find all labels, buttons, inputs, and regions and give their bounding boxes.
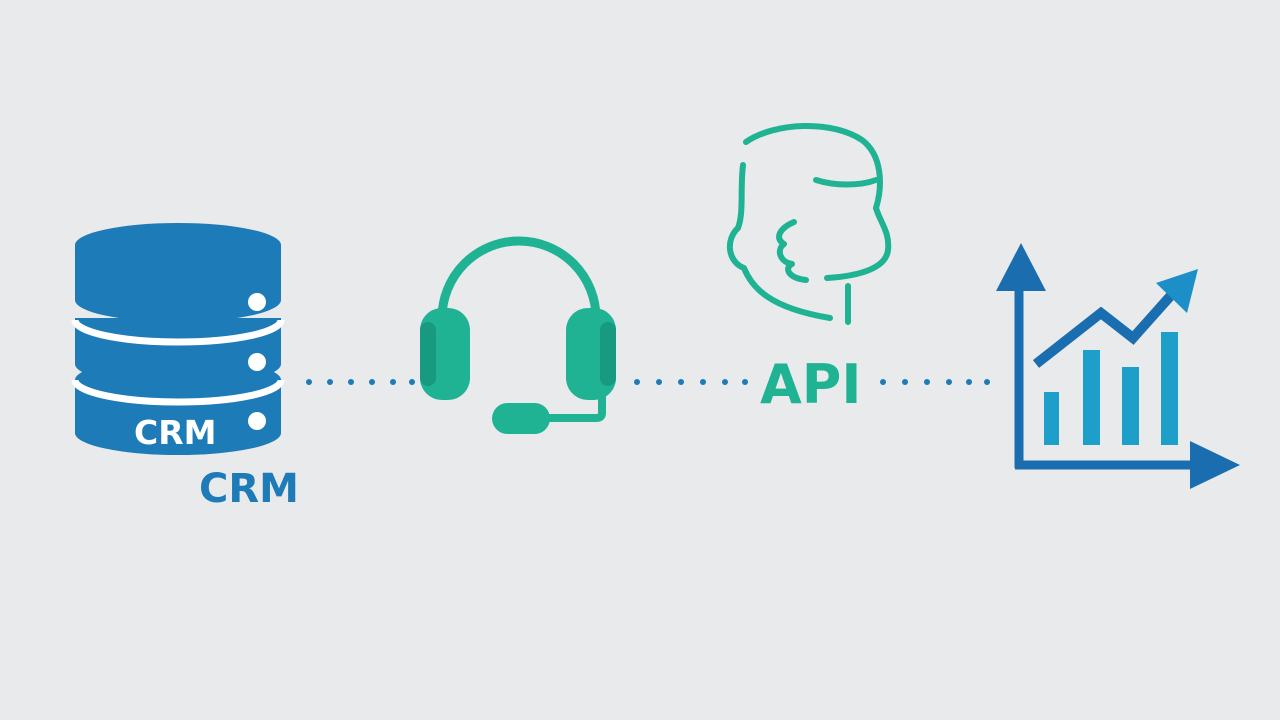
head-profile-icon xyxy=(726,123,892,325)
crm-label: CRM xyxy=(199,466,299,512)
chart-bar xyxy=(1161,332,1178,445)
growth-chart-icon xyxy=(996,243,1240,489)
database-lid xyxy=(75,223,281,267)
chart-trend-arrow xyxy=(1156,269,1198,313)
headset-band xyxy=(437,236,601,337)
database-icon: CRM xyxy=(71,223,285,455)
database-dot xyxy=(248,293,266,311)
api-label: API xyxy=(760,353,861,416)
database-dot xyxy=(248,353,266,371)
chart-bar xyxy=(1044,392,1059,445)
chart-x-arrow xyxy=(1190,441,1240,489)
chart-bar xyxy=(1122,367,1139,445)
dotted-connector xyxy=(306,379,415,385)
dotted-connector xyxy=(880,379,990,385)
database-top-disk xyxy=(75,245,281,322)
headset-mic-boom xyxy=(541,386,606,422)
headset-icon xyxy=(420,236,616,434)
chart-y-arrow xyxy=(996,243,1046,291)
chart-trend-line xyxy=(1032,288,1178,368)
dotted-connector xyxy=(634,379,748,385)
database-dot xyxy=(248,412,266,430)
chart-bar xyxy=(1083,350,1100,445)
database-middle-disk xyxy=(75,318,281,386)
headset-mic xyxy=(492,403,550,434)
crm-inner-label: CRM xyxy=(134,413,216,452)
